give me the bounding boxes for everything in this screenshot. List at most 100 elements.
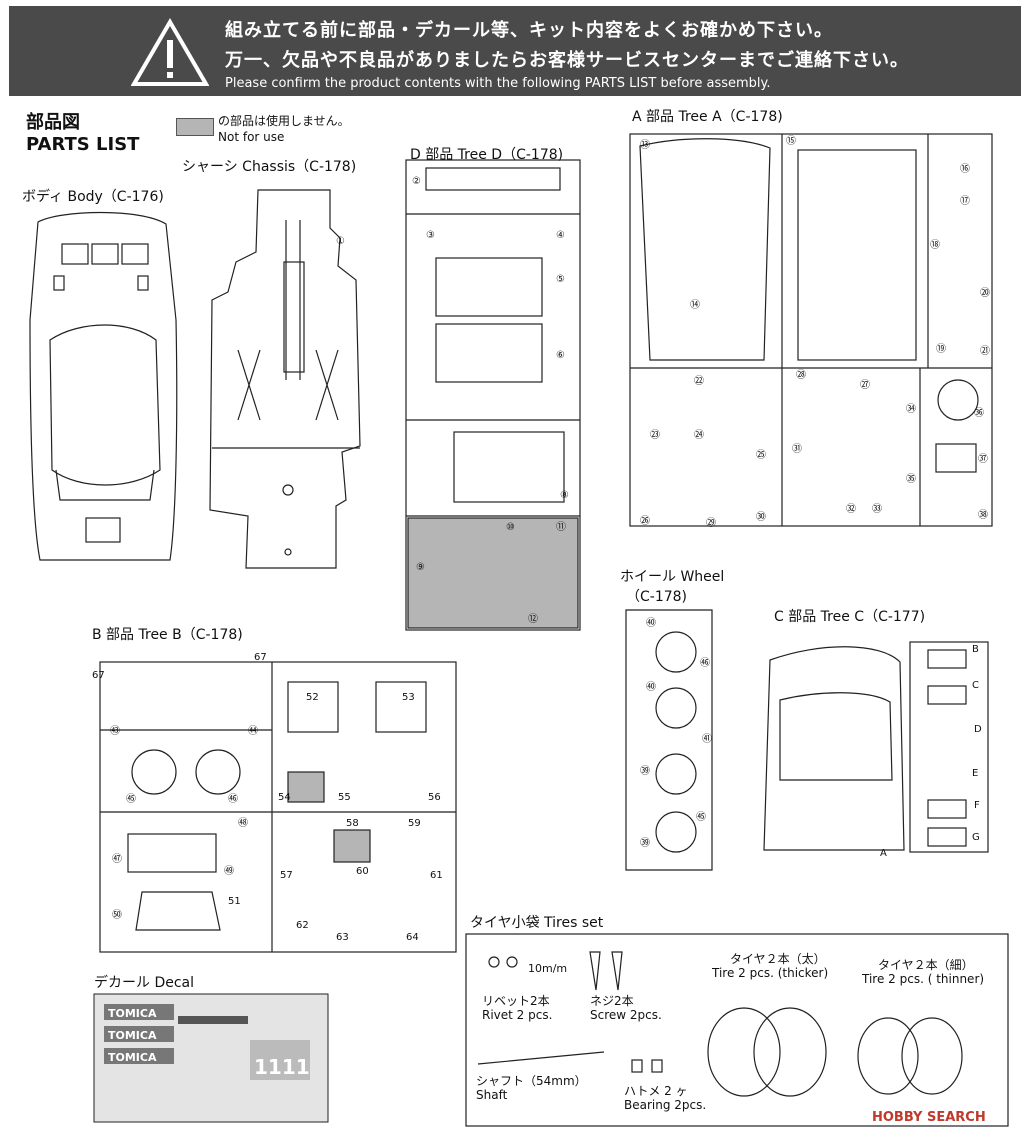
part-a-27: ㉗ <box>860 379 870 391</box>
not-used-swatch <box>176 118 214 136</box>
part-c-f: F <box>974 800 980 811</box>
part-a-28: ㉘ <box>796 369 806 381</box>
warning-banner: 組み立てる前に部品・デカール等、キット内容をよくお確かめ下さい。 万一、欠品や不… <box>9 6 1021 96</box>
part-a-34: ㉞ <box>906 403 916 415</box>
part-b-50: ㊿ <box>112 909 122 921</box>
section-tree-b: B 部品 Tree B（C-178) <box>92 627 243 643</box>
part-b-55: 55 <box>338 792 351 803</box>
decal-tomica-3: TOMICA <box>108 1051 157 1064</box>
part-b-56: 56 <box>428 792 441 803</box>
part-c-d: D <box>974 724 982 735</box>
part-d-4: ④ <box>556 230 565 241</box>
part-d-5: ⑤ <box>556 274 565 285</box>
part-a-25: ㉕ <box>756 449 766 461</box>
body-drawing <box>29 211 178 561</box>
part-a-21: ㉑ <box>980 345 990 357</box>
part-a-19: ⑲ <box>936 343 946 355</box>
part-a-32: ㉜ <box>846 503 856 515</box>
decal-sheet <box>93 993 329 1123</box>
part-chassis-1: ① <box>336 236 345 247</box>
warning-icon <box>131 18 209 86</box>
tree-a-drawing <box>629 133 993 527</box>
decal-tomica-2: TOMICA <box>108 1029 157 1042</box>
tree-d-not-used-area <box>407 517 579 629</box>
part-a-24: ㉔ <box>694 429 704 441</box>
part-a-33: ㉝ <box>872 503 882 515</box>
tire-thin-jp: タイヤ２本（細） <box>878 958 974 972</box>
part-wheel-66: ㊻ <box>700 657 710 669</box>
section-tree-d: D 部品 Tree D（C-178) <box>410 147 564 163</box>
part-d-2: ② <box>412 176 421 187</box>
part-a-23: ㉓ <box>650 429 660 441</box>
section-decal: デカール Decal <box>94 975 195 991</box>
part-b-62: 62 <box>296 920 309 931</box>
part-b-64: 64 <box>406 932 419 943</box>
part-wheel-39b: ㊴ <box>640 837 650 849</box>
rivet-jp: リベット2本 <box>482 994 550 1008</box>
part-wheel-41: ㊶ <box>702 733 712 745</box>
part-a-20: ⑳ <box>980 287 990 299</box>
parts-list-title-en: PARTS LIST <box>26 134 140 155</box>
part-c-a: A <box>880 848 887 859</box>
screw-en: Screw 2pcs. <box>590 1008 662 1022</box>
parts-list-title-jp: 部品図 <box>26 112 80 133</box>
part-b-52: 52 <box>306 692 319 703</box>
banner-line-2: 万一、欠品や不良品がありましたらお客様サービスセンターまでご連絡下さい。 <box>225 50 909 71</box>
part-b-59: 59 <box>408 818 421 829</box>
part-a-22: ㉒ <box>694 375 704 387</box>
part-a-35: ㉟ <box>906 473 916 485</box>
part-a-37: ㊲ <box>978 453 988 465</box>
part-a-14: ⑭ <box>690 299 700 311</box>
part-b-67a: 67 <box>92 670 105 681</box>
part-b-43: ㊸ <box>110 725 120 737</box>
rivet-en: Rivet 2 pcs. <box>482 1008 553 1022</box>
rivet-size: 10m/m <box>528 962 568 975</box>
part-wheel-40b: ㊵ <box>646 681 656 693</box>
shaft-en: Shaft <box>476 1088 508 1102</box>
part-b-54: 54 <box>278 792 291 803</box>
part-a-13: ⑬ <box>640 139 650 151</box>
part-wheel-65: ㊺ <box>696 811 706 823</box>
screw-jp: ネジ2本 <box>590 994 634 1008</box>
part-c-g: G <box>972 832 980 843</box>
part-c-e: E <box>972 768 978 779</box>
part-b-44: ㊹ <box>248 725 258 737</box>
bearing-en: Bearing 2pcs. <box>624 1098 707 1112</box>
bearing-jp: ハトメ 2 ヶ <box>624 1084 688 1098</box>
legend-jp: の部品は使用しません。 <box>218 114 350 128</box>
watermark: HOBBY SEARCH <box>872 1110 986 1125</box>
part-b-45: ㊺ <box>126 793 136 805</box>
tree-c-drawing <box>763 641 989 853</box>
part-a-31: ㉛ <box>792 443 802 455</box>
decal-tomica-1: TOMICA <box>108 1007 157 1020</box>
part-a-17: ⑰ <box>960 195 970 207</box>
tire-thin-en: Tire 2 pcs. ( thinner) <box>862 972 985 986</box>
tire-thick-en: Tire 2 pcs. (thicker) <box>712 966 829 980</box>
legend-en: Not for use <box>218 130 285 144</box>
part-b-57: 57 <box>280 870 293 881</box>
part-d-12: ⑫ <box>528 613 538 625</box>
part-a-38: ㊳ <box>978 509 988 521</box>
part-b-47: ㊼ <box>112 853 122 865</box>
section-wheel-1: ホイール Wheel <box>620 569 725 585</box>
part-a-15: ⑮ <box>786 135 796 147</box>
part-b-53: 53 <box>402 692 415 703</box>
decal-number: 1111 <box>254 1055 310 1079</box>
section-tree-c: C 部品 Tree C（C-177) <box>774 609 926 625</box>
part-b-51: 51 <box>228 896 241 907</box>
part-a-18: ⑱ <box>930 239 940 251</box>
part-d-3: ③ <box>426 230 435 241</box>
part-b-49: ㊾ <box>224 865 234 877</box>
chassis-drawing <box>209 189 361 569</box>
banner-line-3: Please confirm the product contents with… <box>225 76 771 91</box>
part-b-60: 60 <box>356 866 369 877</box>
section-body: ボディ Body（C-176) <box>22 189 164 205</box>
part-d-6: ⑥ <box>556 350 565 361</box>
part-c-b: B <box>972 644 979 655</box>
part-b-46: ㊻ <box>228 793 238 805</box>
tree-b-drawing <box>99 661 457 953</box>
banner-line-1: 組み立てる前に部品・デカール等、キット内容をよくお確かめ下さい。 <box>225 20 833 41</box>
tire-thick-jp: タイヤ２本（太） <box>730 952 826 966</box>
part-d-11: ⑪ <box>556 521 566 533</box>
